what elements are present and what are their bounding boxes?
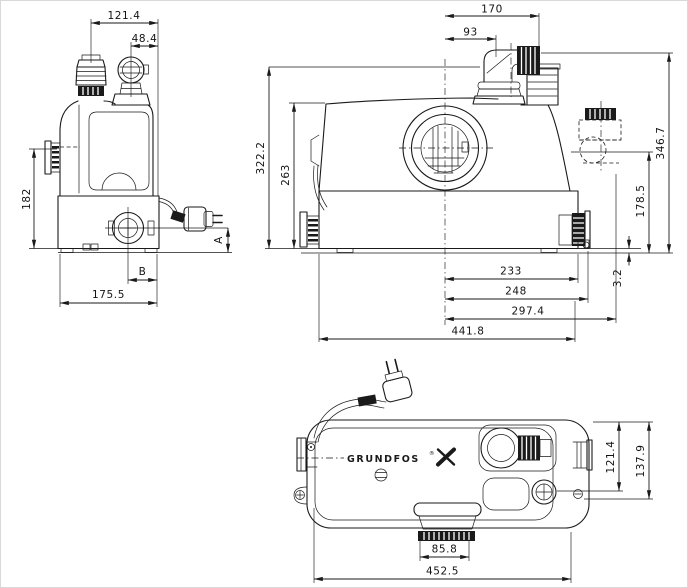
- top-vent-cap: [482, 477, 557, 511]
- dim-front-b-label: B: [139, 266, 147, 278]
- dim-side-inlet-overall-height-label: 346.7: [655, 126, 667, 159]
- front-view: 121.4 48.4 182 A B 175.5: [21, 10, 232, 307]
- top-brand-logo: GRUNDFOS ®: [297, 447, 456, 482]
- side-inlet-union: [402, 105, 488, 191]
- dim-front-vent-offset-label: 48.4: [132, 33, 158, 45]
- side-hidden-inlet: [578, 108, 622, 164]
- front-discharge-port: [75, 54, 107, 96]
- dim-front-height-label: 182: [21, 188, 33, 210]
- dim-side-base-clearance-label: 3.2: [612, 269, 624, 288]
- dim-top-overall-width-label: 137.9: [635, 444, 647, 477]
- front-vent-valve: [111, 56, 151, 106]
- front-side-inlet-connector: [44, 140, 61, 175]
- dim-side-overall-height-label: 322.2: [255, 141, 267, 174]
- dim-front-overall-width-label: 121.4: [107, 10, 140, 22]
- top-bottom-inlet-connector: [413, 502, 482, 541]
- brand-reg-mark: ®: [429, 450, 435, 457]
- dim-side-297-label: 297.4: [511, 306, 544, 318]
- front-body-outline: [59, 100, 154, 197]
- front-dimensions: 121.4 48.4 182 A B 175.5: [21, 10, 231, 306]
- dim-side-body-height-label: 263: [280, 164, 292, 186]
- dim-side-overall-length-label: 441.8: [451, 326, 484, 338]
- front-tank: [57, 195, 160, 253]
- top-power-cord-plug: [313, 358, 413, 443]
- top-body-outline: [293, 419, 590, 529]
- top-dimensions: 121.4 137.9 85.8 452.5: [313, 421, 652, 582]
- dim-front-a-label: A: [213, 236, 225, 244]
- dim-front-base-width-label: 175.5: [92, 289, 125, 301]
- dim-side-233-label: 233: [500, 266, 522, 278]
- dim-side-248-label: 248: [505, 286, 527, 298]
- front-power-cord-plug: [158, 197, 223, 232]
- side-centerlines: [399, 43, 602, 325]
- grundfos-x-icon: [436, 447, 456, 467]
- dim-side-discharge-span-label: 170: [481, 4, 503, 16]
- top-view: GRUNDFOS ®: [293, 358, 653, 583]
- side-extension-lines: [265, 13, 673, 342]
- side-outlet-stub: [558, 210, 591, 249]
- side-discharge-elbow: [472, 46, 561, 106]
- side-left-inlet-connector: [299, 134, 328, 248]
- dim-top-inlet-width-label: 85.8: [432, 544, 458, 556]
- dim-top-overall-length-label: 452.5: [426, 566, 459, 578]
- top-outlet-stub: [572, 439, 593, 471]
- dim-side-inlet-height-label: 178.5: [635, 184, 647, 217]
- brand-logo-text: GRUNDFOS: [347, 454, 420, 465]
- side-view: 170 93 322.2 263 346.7 178.5 3.2 233 248…: [255, 4, 673, 342]
- side-body-outline: [318, 97, 579, 253]
- top-discharge-assembly: [478, 424, 557, 472]
- front-outlet-union: [108, 211, 155, 245]
- dim-side-discharge-center-label: 93: [463, 27, 478, 39]
- dim-top-edge-to-vent-label: 121.4: [605, 440, 617, 473]
- side-dimensions: 170 93 322.2 263 346.7 178.5 3.2 233 248…: [255, 4, 672, 342]
